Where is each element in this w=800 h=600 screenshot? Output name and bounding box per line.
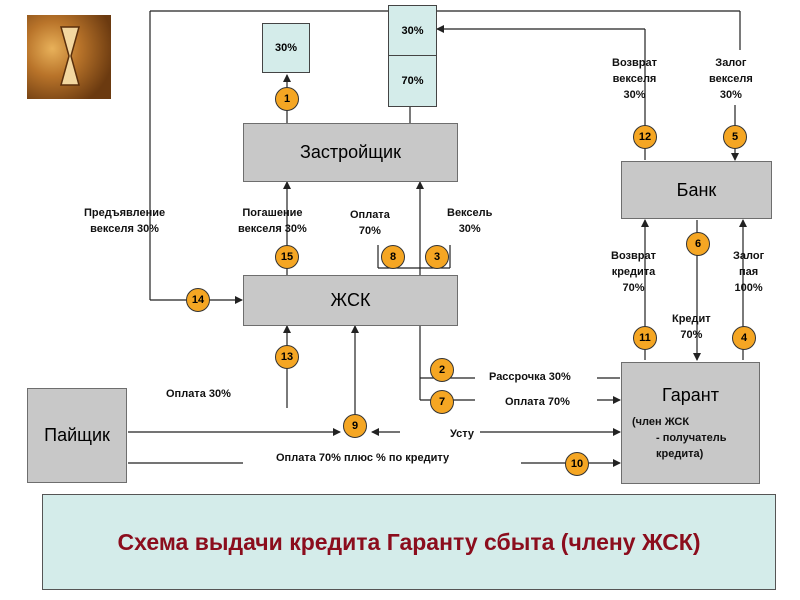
marker-14: 14 — [186, 288, 210, 312]
title-panel: Схема выдачи кредита Гаранту сбыта (член… — [42, 494, 776, 590]
zhsk-box: ЖСК — [243, 275, 458, 326]
bank-box: Банк — [621, 161, 772, 219]
marker-7: 7 — [430, 390, 454, 414]
guarantor-label: Гарант — [662, 385, 719, 405]
label-payment-30: Оплата 30% — [166, 388, 231, 400]
marker-12: 12 — [633, 125, 657, 149]
developer-box: Застройщик — [243, 123, 458, 182]
diagram-title: Схема выдачи кредита Гаранту сбыта (член… — [117, 528, 701, 555]
marker-11: 11 — [633, 326, 657, 350]
label-payment-70-plus: Оплата 70% плюс % по кредиту — [276, 452, 450, 464]
shareholder-box: Пайщик — [27, 388, 127, 483]
top-box-small: 30% — [262, 23, 310, 73]
guarantor-note: (член ЖСК - получатель кредита) — [632, 416, 727, 460]
marker-9: 9 — [343, 414, 367, 438]
marker-13: 13 — [275, 345, 299, 369]
top-box-upper: 30% — [388, 5, 437, 56]
marker-10: 10 — [565, 452, 589, 476]
label-payment-70-right: Оплата 70% — [505, 396, 570, 408]
label-assignment: Усту — [450, 428, 475, 440]
marker-5: 5 — [723, 125, 747, 149]
top-box-lower: 70% — [388, 55, 437, 107]
marker-1: 1 — [275, 87, 299, 111]
marker-3: 3 — [425, 245, 449, 269]
marker-8: 8 — [381, 245, 405, 269]
hourglass-image — [27, 15, 111, 99]
marker-2: 2 — [430, 358, 454, 382]
marker-15: 15 — [275, 245, 299, 269]
marker-6: 6 — [686, 232, 710, 256]
guarantor-box: Гарант — [621, 362, 760, 484]
label-installment-30: Рассрочка 30% — [489, 371, 571, 383]
marker-4: 4 — [732, 326, 756, 350]
